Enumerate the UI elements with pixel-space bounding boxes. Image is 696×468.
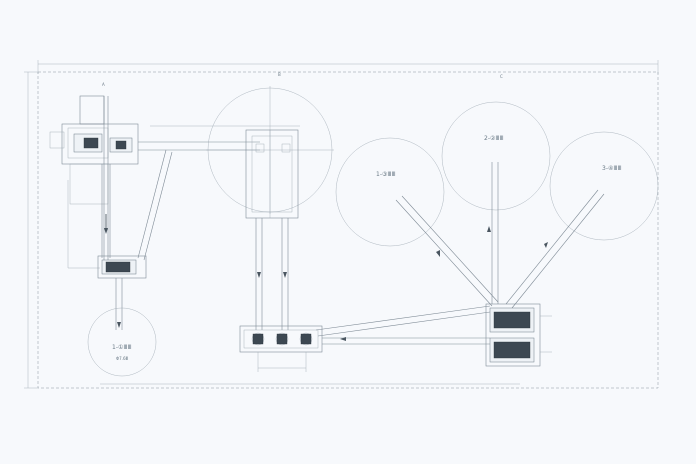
conveyor-vertical-left xyxy=(101,164,111,258)
right-screen-unit xyxy=(485,303,552,367)
loadout-unit-2 xyxy=(275,332,289,346)
stockpile-right-2-label: 2-②ⅢⅢ xyxy=(484,135,504,142)
drawing-frame xyxy=(37,71,659,389)
top-dimension-line xyxy=(37,60,659,74)
stockpile-right-2: 2-②ⅢⅢ xyxy=(441,101,551,211)
left-dimension-line xyxy=(24,71,38,389)
stockpile-right-3-label: 3-④ⅢⅢ xyxy=(602,165,622,172)
loadout-unit-1 xyxy=(251,332,265,346)
conveyor-horizontal-top xyxy=(138,125,300,151)
stockpile-right-1: 1-③ⅢⅢ xyxy=(335,137,445,247)
stockpile-small-left-sublabel: Φ7.6Ⅲ xyxy=(116,356,129,361)
stockpile-small-left: 1-①ⅢⅢ Φ7.6Ⅲ xyxy=(87,307,157,377)
stacker-conveyor-center xyxy=(487,162,499,304)
loadout-station xyxy=(239,325,323,372)
primary-crusher-building xyxy=(49,95,139,270)
conveyor-vertical-central xyxy=(255,218,289,330)
grid-marker-b: B xyxy=(278,72,281,77)
stockpile-small-left-label: 1-①ⅢⅢ xyxy=(112,344,132,351)
loadout-unit-3 xyxy=(299,332,313,346)
conveyor-long-diagonal xyxy=(315,305,491,345)
grid-marker-c: C xyxy=(500,74,503,79)
stacker-conveyor-right xyxy=(505,189,605,309)
conveyor-diagonal-left xyxy=(137,149,173,261)
stockpile-right-1-label: 1-③ⅢⅢ xyxy=(376,171,396,178)
grid-marker-a: A xyxy=(102,82,105,87)
central-storage-building xyxy=(245,129,299,219)
stacker-conveyor-left xyxy=(395,195,499,307)
secondary-screen-unit xyxy=(97,255,147,330)
stockpile-right-3: 3-④ⅢⅢ xyxy=(549,131,659,241)
